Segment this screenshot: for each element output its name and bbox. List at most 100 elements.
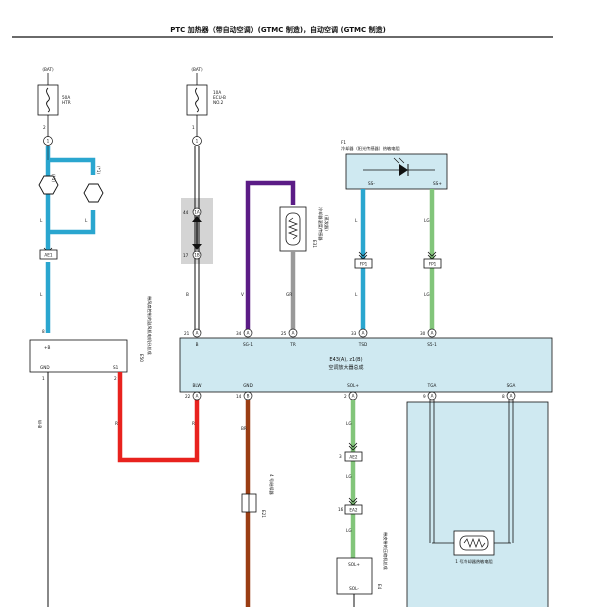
svg-text:8: 8 bbox=[42, 329, 45, 334]
svg-text:AE1: AE1 bbox=[44, 253, 53, 258]
svg-text:LG: LG bbox=[346, 474, 352, 479]
left-fuse-name: HTR bbox=[62, 100, 71, 105]
left-fuse-conn bbox=[43, 136, 53, 146]
svg-text:16: 16 bbox=[338, 507, 344, 512]
wire-r bbox=[117, 372, 200, 463]
svg-text:34: 34 bbox=[236, 331, 242, 336]
svg-text:21: 21 bbox=[184, 331, 190, 336]
svg-text:LG: LG bbox=[424, 292, 430, 297]
svg-text:SOL-: SOL- bbox=[349, 586, 359, 591]
svg-text:TSD: TSD bbox=[358, 342, 367, 347]
svg-text:14: 14 bbox=[236, 394, 242, 399]
svg-text:SOL+: SOL+ bbox=[348, 562, 360, 567]
solar-sensor-box bbox=[345, 153, 448, 190]
svg-text:L: L bbox=[40, 292, 43, 297]
svg-text:E21: E21 bbox=[261, 510, 266, 518]
svg-text:L: L bbox=[40, 218, 43, 223]
svg-text:GR: GR bbox=[286, 292, 292, 297]
blower-motor-name: 带风扇控制的鼓风机电机分总成 bbox=[146, 296, 153, 355]
ac-amplifier-box bbox=[179, 337, 553, 393]
solenoid-box bbox=[336, 557, 373, 595]
svg-text:+B: +B bbox=[44, 345, 51, 350]
ae1-connector bbox=[39, 249, 58, 260]
svg-text:1: 1 bbox=[47, 139, 50, 144]
svg-text:22: 22 bbox=[185, 394, 191, 399]
wire-v bbox=[245, 180, 296, 333]
svg-text:A: A bbox=[362, 331, 365, 336]
svg-text:A: A bbox=[510, 394, 513, 399]
svg-text:17: 17 bbox=[183, 253, 189, 258]
svg-text:L: L bbox=[85, 218, 88, 223]
svg-text:44: 44 bbox=[183, 210, 189, 215]
svg-text:TR: TR bbox=[289, 342, 296, 347]
fp1b-connector bbox=[423, 258, 442, 269]
svg-text:25: 25 bbox=[281, 331, 287, 336]
svg-text:A: A bbox=[292, 331, 295, 336]
svg-text:B: B bbox=[196, 342, 199, 347]
svg-text:(*1): (*1) bbox=[51, 174, 56, 182]
svg-text:8: 8 bbox=[502, 394, 505, 399]
mid-fuse-name2: NO.2 bbox=[213, 100, 224, 105]
svg-text:A: A bbox=[431, 331, 434, 336]
svg-text:GND: GND bbox=[243, 383, 253, 388]
svg-text:R: R bbox=[115, 421, 118, 426]
svg-text:1: 1 bbox=[196, 139, 199, 144]
svg-text:A: A bbox=[196, 394, 199, 399]
svg-text:FP1: FP1 bbox=[360, 262, 368, 267]
ae2-connector bbox=[344, 451, 363, 462]
svg-text:LG: LG bbox=[424, 218, 430, 223]
svg-text:(*1): (*1) bbox=[96, 166, 101, 174]
svg-text:L: L bbox=[355, 292, 358, 297]
ea2-connector bbox=[344, 504, 363, 515]
svg-text:TGA: TGA bbox=[427, 383, 437, 388]
svg-text:GND: GND bbox=[40, 365, 50, 370]
left-fuse-bat-label: (BAT) bbox=[42, 67, 54, 72]
ac-amplifier-code: E43(A), z1(B) bbox=[329, 357, 362, 363]
emi-filter-name: 4 号继续器 bbox=[268, 474, 275, 496]
mid-fuse-box bbox=[186, 84, 208, 116]
svg-text:S5-1: S5-1 bbox=[427, 342, 437, 347]
svg-text:W-B: W-B bbox=[37, 420, 42, 428]
svg-text:F1: F1 bbox=[341, 140, 346, 145]
svg-text:3: 3 bbox=[339, 454, 342, 459]
svg-text:1A: 1A bbox=[194, 210, 200, 215]
svg-text:30: 30 bbox=[420, 331, 426, 336]
svg-text:2: 2 bbox=[114, 376, 117, 381]
solar-sensor-name: 冷却器（阳光传感器）热敏电阻 bbox=[341, 145, 400, 152]
cooler-thermistor-label: 1 号冷却器热敏电阻 bbox=[455, 558, 493, 565]
svg-text:LG: LG bbox=[346, 528, 352, 533]
blower-motor-box bbox=[29, 339, 128, 373]
svg-text:S1: S1 bbox=[113, 365, 119, 370]
svg-text:FP1: FP1 bbox=[429, 262, 437, 267]
svg-text:(蒸发器): (蒸发器) bbox=[323, 215, 330, 231]
blower-motor-code: E50 bbox=[139, 354, 144, 362]
svg-text:V: V bbox=[241, 292, 244, 297]
svg-text:SGA: SGA bbox=[507, 383, 516, 388]
left-fuse-pin: 2 bbox=[43, 125, 46, 130]
svg-text:A: A bbox=[196, 331, 199, 336]
left-relay-hex-1 bbox=[38, 175, 59, 195]
svg-text:SG-1: SG-1 bbox=[243, 342, 253, 347]
svg-text:B: B bbox=[247, 394, 250, 399]
svg-text:9: 9 bbox=[423, 394, 426, 399]
svg-text:SOL+: SOL+ bbox=[347, 383, 359, 388]
svg-text:1: 1 bbox=[192, 125, 195, 130]
svg-text:A: A bbox=[431, 394, 434, 399]
svg-text:R: R bbox=[192, 421, 195, 426]
evap-sensor-name: 冷却器温度传感器 bbox=[317, 207, 324, 241]
svg-text:BR: BR bbox=[241, 426, 247, 431]
svg-text:E4: E4 bbox=[377, 584, 382, 590]
solenoid-name: 带皮带的压缩机总成 bbox=[382, 532, 389, 570]
svg-text:E31: E31 bbox=[312, 240, 317, 248]
mid-fuse-name1: ECU-B bbox=[213, 95, 226, 100]
wire-l-harness bbox=[45, 146, 96, 333]
left-fuse-box bbox=[37, 84, 59, 116]
svg-text:1B: 1B bbox=[194, 253, 200, 258]
svg-text:L: L bbox=[355, 218, 358, 223]
mid-fuse-rating: 10A bbox=[213, 90, 221, 95]
svg-text:LG: LG bbox=[346, 421, 352, 426]
cooler-thermistor-region bbox=[406, 401, 549, 607]
svg-text:1: 1 bbox=[42, 376, 45, 381]
mid-fuse-conn bbox=[192, 136, 202, 146]
